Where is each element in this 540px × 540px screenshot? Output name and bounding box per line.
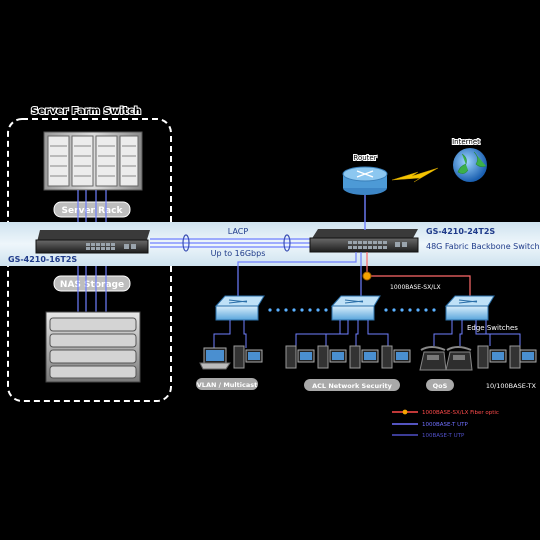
ip-phone-icon [419,346,447,371]
desktop-pc-icon [509,345,537,369]
desktop-pc-icon [349,345,379,369]
lacp-speed-label: Up to 16Gbps [211,249,266,258]
nas-storage-label: NAS Storage [60,280,124,290]
edge-switch-3 [444,295,495,321]
internet-globe-icon [453,148,487,182]
edge-switch-1 [214,295,265,321]
internet-label: Internet [452,138,480,146]
edge-switches-label: Edge Switches [467,324,518,332]
right-switch-description: 48G Fabric Backbone Switch [426,242,540,251]
server-farm-group: Server Farm Switch Server Rack NAS Stora… [7,105,172,402]
group-pill-vlan [196,378,258,390]
group-label-qos: QoS [433,382,448,390]
server-rack-icon [43,131,143,191]
wan-lightning-icon [391,167,439,183]
server-rack-label: Server Rack [62,206,124,216]
lacp-label: LACP [228,227,249,236]
legend-fast-label: 100BASE-T UTP [422,433,465,439]
nas-storage-icon [45,311,141,383]
fiber-port-marker [362,271,372,281]
desktop-pc-icon [285,345,315,369]
right-switch-model: GS-4210-24T2S [426,227,495,236]
laptop-icon [199,347,231,370]
left-switch-model: GS-4210-16T2S [8,255,77,264]
group-pill-qos [426,379,454,391]
desktop-pc-icon [317,345,347,369]
stacking-dots [268,308,436,312]
legend-fiber-label: 1000BASE-SX/LX Fiber optic [422,410,499,416]
lacp-link [150,234,312,252]
desktop-pc-icon [233,345,263,369]
server-farm-title: Server Farm Switch [31,106,141,117]
legend: 1000BASE-SX/LX Fiber optic 1000BASE-T UT… [392,409,499,439]
router-label: Router [353,154,376,162]
server-rack-pill [53,201,131,218]
ip-phone-icon [445,346,473,371]
desktop-pc-icon [477,345,507,369]
left-switch [35,230,150,254]
group-pill-acl [304,379,400,391]
right-switch [309,229,419,253]
group-label-vlan: VLAN / Multicast [197,381,257,389]
edge-switch-2 [330,295,381,321]
fiber-link-label: 1000BASE-SX/LX [390,284,441,291]
router-icon [342,166,388,195]
nas-storage-pill [53,275,131,292]
legend-gigabit-label: 1000BASE-T UTP [422,422,468,428]
desktop-pc-icon [381,345,411,369]
group-label-fast-ethernet: 10/100BASE-TX [486,382,537,390]
group-label-acl: ACL Network Security [312,382,393,390]
